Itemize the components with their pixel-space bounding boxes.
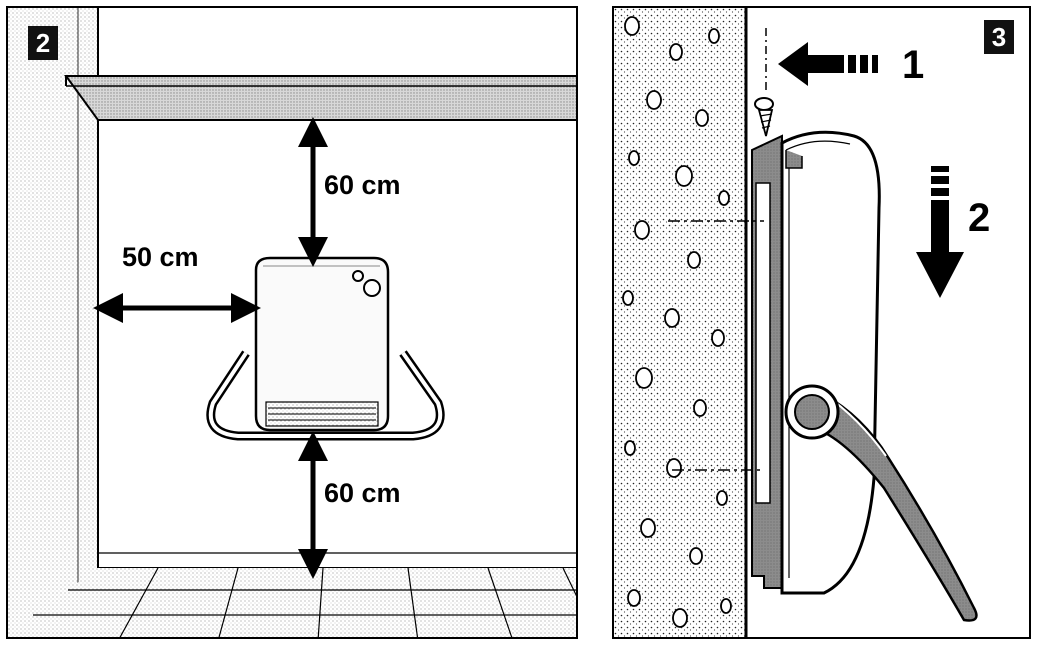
step-1-label: 1 <box>902 43 925 87</box>
clearance-diagram-panel: 2 60 cm 50 cm 60 cm <box>6 6 578 639</box>
step-badge: 3 <box>984 20 1014 54</box>
concrete-wall <box>614 8 748 637</box>
mounting-illustration <box>614 8 978 637</box>
screw-icon <box>754 28 774 137</box>
step-2-label: 2 <box>968 196 991 240</box>
wall-mounting-panel: 3 1 2 <box>612 6 1031 639</box>
floor-tiles <box>8 568 576 637</box>
ceiling-shelf <box>64 75 576 121</box>
wall-bracket <box>668 134 783 589</box>
heater-handle <box>784 384 978 622</box>
room-illustration <box>8 8 576 637</box>
bottom-distance-label: 60 cm <box>324 478 401 508</box>
arrow-left-icon <box>778 42 878 86</box>
heater-side-view <box>780 130 881 595</box>
side-wall <box>8 8 98 633</box>
heater-unit <box>254 256 390 432</box>
step-badge: 2 <box>28 26 58 60</box>
arrow-down-icon <box>916 166 964 298</box>
top-distance-label: 60 cm <box>324 170 401 200</box>
control-knob-small-icon <box>352 270 364 282</box>
control-knob-large-icon <box>363 279 381 297</box>
side-distance-label: 50 cm <box>122 242 199 272</box>
